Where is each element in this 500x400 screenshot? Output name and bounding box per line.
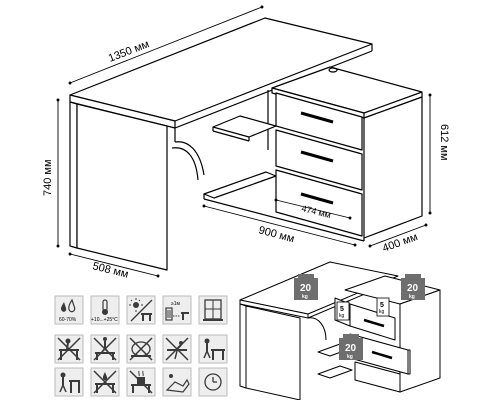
weight-drawer-1-value: 5 (340, 306, 344, 313)
weight-top-left: 20 kg (294, 274, 318, 300)
dim-depth: 508 мм (91, 260, 129, 280)
weight-top-right-unit: kg (409, 294, 415, 300)
weight-shelf-value: 20 (345, 343, 357, 354)
dim-top-width: 1350 мм (107, 38, 151, 64)
weight-drawer-1-unit: kg (339, 313, 345, 319)
no-hot-items-icon (126, 367, 156, 397)
no-climbing-icon (198, 334, 228, 364)
dim-cabinet-width: 900 мм (257, 224, 295, 245)
clock-icon (198, 367, 228, 397)
weight-top-left-value: 20 (300, 283, 312, 294)
desk-left-panel (69, 101, 205, 271)
no-sitting-icon (54, 334, 84, 364)
weight-shelf-unit: kg (347, 354, 353, 360)
no-water-icon (90, 367, 120, 397)
temperature-icon (90, 295, 120, 325)
humidity-icon (54, 295, 84, 325)
no-standing-icon (90, 334, 120, 364)
temperature-label: +10...+25°C (91, 317, 118, 323)
weight-top-left-unit: kg (302, 294, 308, 300)
dim-cabinet-height: 612 мм (438, 124, 450, 161)
no-leaning-icon (126, 334, 156, 364)
weight-top-right: 20 kg (401, 274, 425, 300)
weight-drawer-2-value: 5 (380, 302, 384, 309)
weight-shelf: 20 kg (339, 334, 363, 360)
humidity-label: 60-70% (59, 317, 77, 323)
window-icon (198, 295, 228, 325)
no-kids-climbing-icon (54, 367, 84, 397)
heater-distance-icon (162, 295, 192, 325)
sun-icon (126, 295, 156, 325)
distance-label: ≥1м (171, 301, 181, 307)
cabinet-drawers (275, 92, 363, 237)
weight-drawer-2-unit: kg (379, 309, 385, 315)
dim-height: 740 мм (42, 159, 54, 196)
weight-top-right-value: 20 (407, 283, 419, 294)
cabinet-side (363, 96, 423, 239)
cleaning-cloth-icon (162, 367, 192, 397)
weight-drawer-2: 5 kg (376, 297, 390, 317)
desk-main-drawing (56, 5, 432, 278)
dimension-lines (56, 5, 432, 278)
no-hanging-icon (162, 334, 192, 364)
care-icons-grid: 60-70% +10...+25°C (54, 295, 228, 397)
weight-drawer-1: 5 kg (336, 301, 350, 321)
